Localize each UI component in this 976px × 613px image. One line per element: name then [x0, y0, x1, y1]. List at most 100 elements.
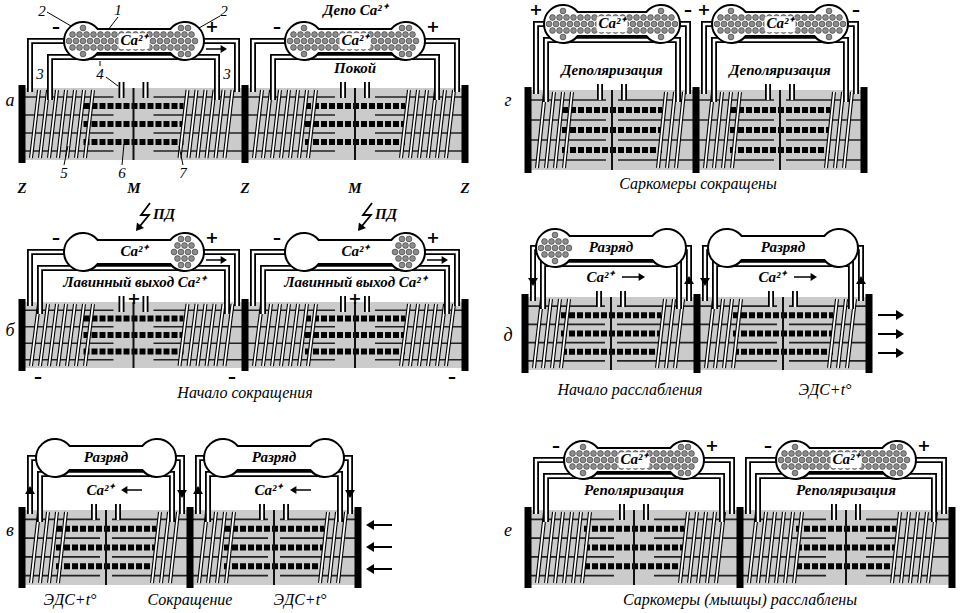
reticulum-coil	[428, 304, 436, 366]
reticulum-coil	[76, 90, 84, 158]
wire-core	[680, 24, 688, 94]
reticulum-coil	[31, 512, 39, 583]
calcium-ion	[685, 444, 691, 450]
reticulum-coil	[706, 299, 714, 368]
reticulum-coil	[401, 304, 409, 366]
state-label: ПД	[375, 207, 397, 222]
calcium-ion	[399, 236, 405, 242]
calcium-ion	[802, 28, 808, 34]
charge-sign: –	[684, 2, 692, 18]
wire-outline	[204, 252, 237, 306]
calcium-ion	[782, 451, 788, 457]
calcium-ion	[796, 451, 802, 457]
reticulum-coil	[428, 90, 436, 158]
reticulum-coil	[58, 512, 66, 583]
wire-core	[599, 84, 601, 100]
calcium-ion	[746, 15, 752, 21]
force-arrow	[373, 546, 392, 548]
state-label: ПД	[153, 207, 175, 222]
calcium-ion	[637, 21, 643, 27]
wire-core	[263, 268, 447, 314]
calcium-ion	[735, 21, 741, 27]
actin-filament	[528, 99, 606, 101]
calcium-ion	[178, 51, 184, 57]
reticulum-coil	[85, 90, 93, 158]
arrow-head	[366, 542, 374, 552]
reticulum-coil	[308, 90, 316, 158]
calcium-ion	[396, 32, 402, 38]
reticulum-coil	[667, 92, 675, 168]
reticulum-coil	[676, 92, 684, 168]
leader-line	[122, 144, 124, 165]
reticulum-coil	[208, 512, 216, 583]
reticulum-coil	[31, 90, 39, 158]
reticulum-coil	[919, 512, 927, 583]
calcium-ion	[648, 28, 654, 34]
reticulum-coil	[180, 90, 188, 158]
calcium-ion	[654, 464, 660, 470]
reticulum-coil	[758, 512, 766, 583]
actin-filament	[280, 556, 358, 558]
calcium-ion	[816, 15, 822, 21]
reticulum-coil	[58, 90, 66, 158]
calcium-depot: Ca²⁺	[64, 233, 204, 271]
reticulum-coil	[582, 512, 590, 583]
wire-core	[253, 252, 285, 306]
state-label: Ca²⁺	[758, 270, 785, 285]
panel-letter: г	[504, 91, 511, 109]
reticulum-coil	[689, 512, 697, 583]
reticulum-coil	[338, 512, 346, 583]
flow-arrow	[856, 276, 866, 284]
wire-core	[144, 82, 146, 98]
callout-number: 5	[60, 166, 68, 181]
wire-core	[342, 82, 344, 98]
reticulum-coil	[410, 304, 418, 366]
wire-outline	[425, 41, 457, 92]
m-line	[105, 510, 107, 585]
state-label: Реполяризация	[796, 483, 896, 498]
calcium-depot: Ca²⁺	[64, 22, 204, 60]
z-line	[522, 294, 529, 373]
reticulum-coil	[689, 512, 697, 583]
reticulum-coil	[437, 90, 445, 158]
caption-text: Саркомеры сокращены	[619, 176, 777, 192]
reticulum-coil	[732, 92, 740, 168]
reticulum-coil	[207, 90, 215, 158]
wire-core	[30, 252, 64, 306]
reticulum-coil	[40, 512, 48, 583]
calcium-ion	[890, 457, 896, 463]
sarcomere-ground	[525, 297, 697, 370]
reticulum-coil	[281, 90, 289, 158]
depot-shape	[36, 439, 176, 477]
reticulum-coil	[320, 512, 328, 583]
calcium-ion	[802, 15, 808, 21]
calcium-ion	[675, 451, 681, 457]
reticulum-coil	[225, 90, 233, 158]
reticulum-coil	[715, 299, 723, 368]
reticulum-coil	[675, 299, 683, 368]
calcium-ion	[873, 451, 879, 457]
reticulum-coil	[216, 90, 224, 158]
charge-sign: –	[273, 230, 281, 246]
calcium-ion	[413, 249, 419, 255]
reticulum-coil	[58, 512, 66, 583]
calcium-ion	[901, 451, 907, 457]
calcium-ion	[185, 249, 191, 255]
reticulum-coil	[537, 512, 545, 583]
wire-core	[704, 460, 732, 514]
calcium-ion	[678, 470, 684, 476]
z-line	[462, 85, 469, 163]
calcium-ion	[564, 28, 570, 34]
reticulum-coil	[705, 92, 713, 168]
force-arrow	[878, 314, 897, 316]
reticulum-coil	[564, 92, 572, 168]
reticulum-coil	[180, 304, 188, 366]
reticulum-coil	[794, 512, 802, 583]
charge-sign: +	[205, 230, 218, 246]
calcium-ion	[655, 28, 661, 34]
reticulum-coil	[85, 304, 93, 366]
reticulum-coil	[419, 90, 427, 158]
calcium-ion	[70, 32, 76, 38]
actin-filament	[525, 305, 605, 307]
reticulum-coil	[910, 512, 918, 583]
